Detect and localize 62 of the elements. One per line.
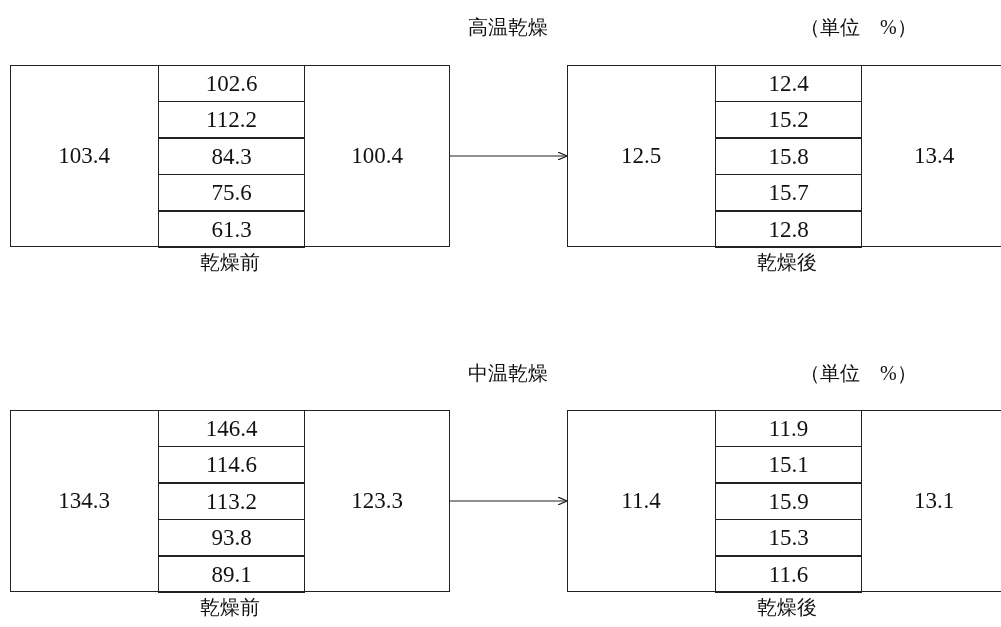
value-cell xyxy=(158,409,305,448)
value-text: 75.6 xyxy=(211,181,252,205)
value-text: 11.9 xyxy=(768,416,809,440)
value-text: 134.3 xyxy=(58,488,110,514)
arrow xyxy=(449,151,568,161)
table-box xyxy=(567,410,1001,592)
heading: 高温乾燥 xyxy=(468,15,548,40)
value-text: 113.2 xyxy=(206,489,257,513)
value-text: 114.6 xyxy=(206,453,257,477)
value-text: 12.8 xyxy=(768,217,809,241)
value-text: 102.6 xyxy=(205,71,258,95)
table-box xyxy=(567,65,1001,247)
value-text: 15.9 xyxy=(768,489,809,513)
value-text: 103.4 xyxy=(58,143,110,169)
value-cell xyxy=(158,482,305,521)
node-label: 乾燥前 xyxy=(200,250,260,275)
heading: 中温乾燥 xyxy=(468,361,548,386)
node-label: 乾燥後 xyxy=(757,595,817,620)
table-box xyxy=(10,65,450,247)
value-text: 11.6 xyxy=(768,562,809,586)
value-text: 12.5 xyxy=(620,143,662,169)
node-label: 乾燥前 xyxy=(200,595,260,620)
value-cell xyxy=(158,445,305,484)
value-cell xyxy=(158,555,305,593)
value-cell xyxy=(715,482,862,521)
value-text: 61.3 xyxy=(211,217,252,241)
value-text: 15.2 xyxy=(768,108,809,132)
arrow xyxy=(449,496,568,506)
value-text: 100.4 xyxy=(351,143,403,169)
value-cell xyxy=(158,64,305,103)
value-text: 11.4 xyxy=(621,488,661,514)
node-label: 乾燥後 xyxy=(757,250,817,275)
value-text: 84.3 xyxy=(211,144,252,168)
value-text: 15.1 xyxy=(768,453,809,477)
value-text: 146.4 xyxy=(205,416,258,440)
value-text: 112.2 xyxy=(206,108,257,132)
value-cell xyxy=(715,518,862,557)
value-cell xyxy=(158,100,305,139)
value-cell xyxy=(158,137,305,176)
value-cell xyxy=(715,555,862,593)
value-text: 12.4 xyxy=(768,71,809,95)
value-cell xyxy=(715,137,862,176)
value-cell xyxy=(158,518,305,557)
value-text: 13.1 xyxy=(913,488,955,514)
value-text: 15.8 xyxy=(768,144,809,168)
value-cell xyxy=(715,64,862,103)
value-cell xyxy=(715,409,862,448)
value-text: 93.8 xyxy=(211,526,252,550)
unit-label: （単位 %） xyxy=(800,361,917,386)
value-cell xyxy=(715,210,862,248)
value-cell xyxy=(158,210,305,248)
value-text: 15.7 xyxy=(768,181,809,205)
value-cell xyxy=(715,173,862,212)
value-text: 15.3 xyxy=(768,526,809,550)
value-cell xyxy=(715,100,862,139)
value-cell xyxy=(158,173,305,212)
value-text: 89.1 xyxy=(211,562,252,586)
table-box xyxy=(10,410,450,592)
value-text: 123.3 xyxy=(351,488,403,514)
value-cell xyxy=(715,445,862,484)
unit-label: （単位 %） xyxy=(800,15,917,40)
value-text: 13.4 xyxy=(913,143,955,169)
